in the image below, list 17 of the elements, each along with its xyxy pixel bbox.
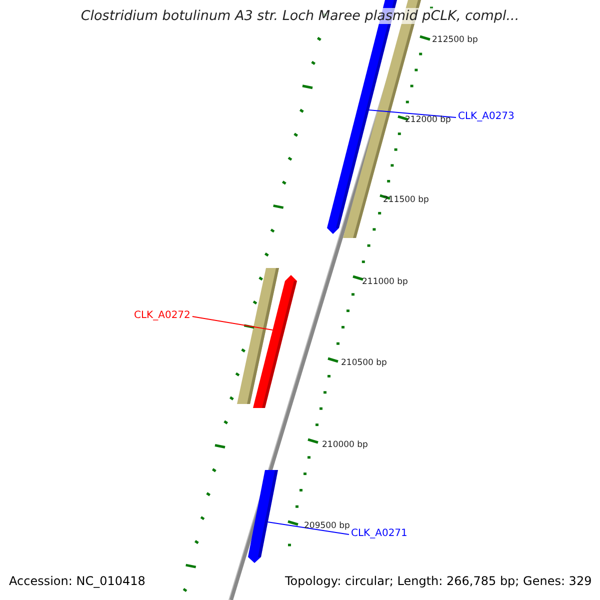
- leader-line: [368, 110, 456, 118]
- position-label: 211000 bp: [362, 277, 408, 287]
- position-label: 210000 bp: [322, 440, 368, 450]
- gene-label: CLK_A0272: [134, 310, 190, 321]
- gene-label: CLK_A0271: [351, 528, 408, 539]
- leader-line: [192, 316, 274, 330]
- gene-label: CLK_A0273: [458, 111, 514, 122]
- leader-line: [267, 522, 350, 535]
- position-label: 212000 bp: [405, 115, 451, 125]
- position-label: 210500 bp: [341, 358, 387, 368]
- position-label: 212500 bp: [432, 35, 478, 45]
- position-label: 209500 bp: [304, 521, 350, 531]
- info-text: Topology: circular; Length: 266,785 bp; Genes: 329: [285, 574, 592, 588]
- gene-arrow: [248, 470, 278, 563]
- info-text: Accession: NC_010418: [9, 574, 146, 588]
- position-label: 211500 bp: [383, 195, 429, 205]
- gene-arrow: [253, 275, 297, 408]
